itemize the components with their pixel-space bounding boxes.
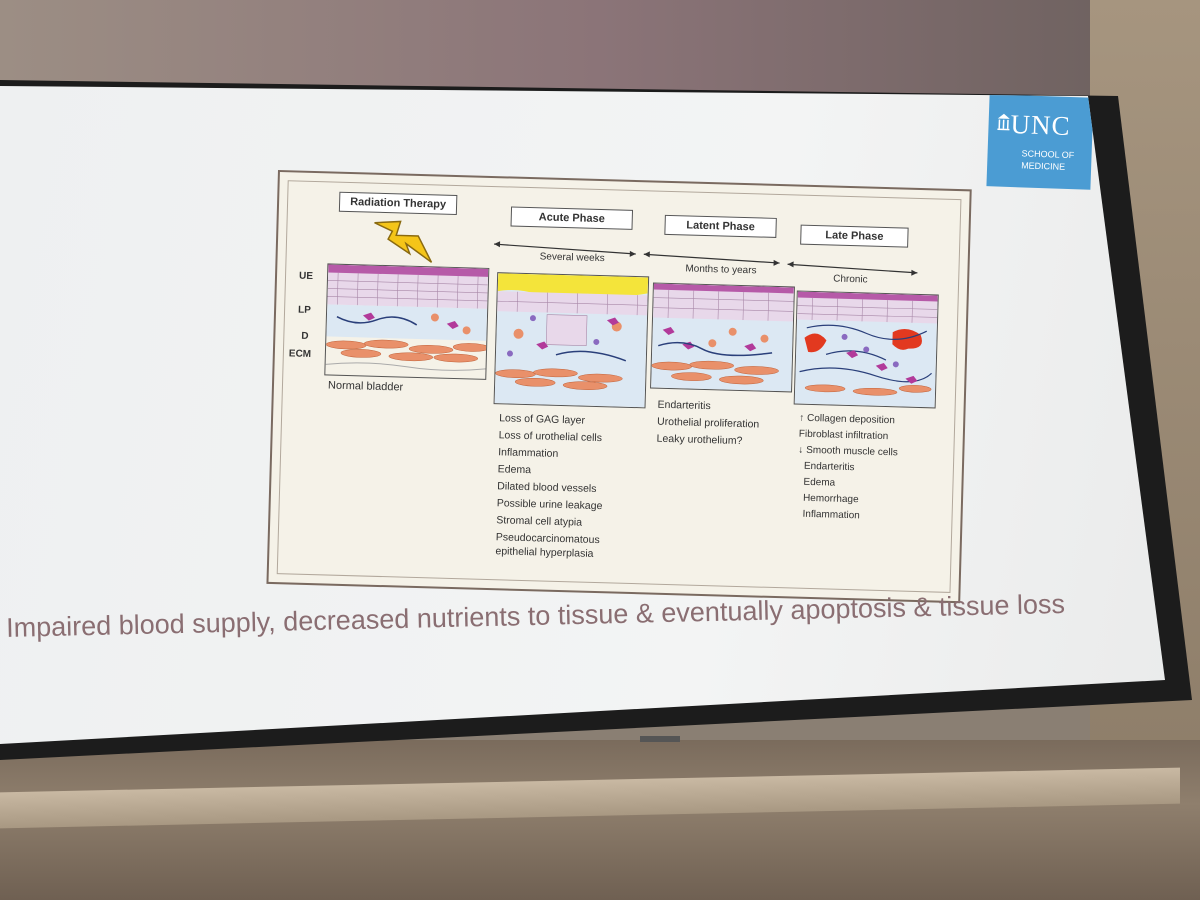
list-item: Inflammation (802, 508, 860, 522)
logo-title: UNC (1010, 108, 1072, 142)
acute-phase-tissue (493, 272, 650, 409)
screen-latch (640, 736, 680, 742)
acute-phase-effects: Loss of GAG layer Loss of urothelial cel… (495, 410, 605, 563)
normal-bladder-caption: Normal bladder (327, 379, 404, 394)
latent-phase-box: Latent Phase (664, 214, 777, 238)
radiation-cystitis-diagram: Radiation Therapy Acute Phase Latent Pha… (266, 170, 972, 604)
unc-logo: UNC SCHOOL OF MEDICINE (986, 94, 1094, 190)
normal-bladder-tissue (324, 263, 490, 380)
layer-label-d: D (301, 330, 309, 342)
logo-subtitle: SCHOOL OF MEDICINE (1020, 148, 1075, 172)
layer-label-ue: UE (298, 270, 314, 283)
late-phase-box: Late Phase (800, 224, 909, 248)
layer-label-ecm: ECM (288, 348, 312, 360)
acute-phase-box: Acute Phase (510, 206, 634, 230)
latent-duration: Months to years (685, 263, 757, 277)
radiation-therapy-box: Radiation Therapy (338, 191, 458, 216)
late-duration: Chronic (833, 273, 868, 286)
late-phase-tissue (793, 290, 939, 409)
list-item: epithelial hyperplasia (495, 545, 594, 560)
late-phase-effects: ↑ Collagen deposition Fibroblast infiltr… (796, 411, 899, 526)
timeline-arrows (493, 241, 918, 276)
lightning-bolt-icon (374, 220, 433, 263)
latent-phase-tissue (650, 282, 795, 393)
acute-duration: Several weeks (539, 251, 605, 265)
old-well-icon (997, 113, 1010, 131)
latent-phase-effects: Endarteritis Urothelial proliferation Le… (656, 397, 760, 451)
list-item: Leaky urothelium? (656, 432, 743, 448)
slide-caption: Impaired blood supply, decreased nutrien… (5, 588, 1066, 643)
layer-label-lp: LP (297, 304, 312, 316)
